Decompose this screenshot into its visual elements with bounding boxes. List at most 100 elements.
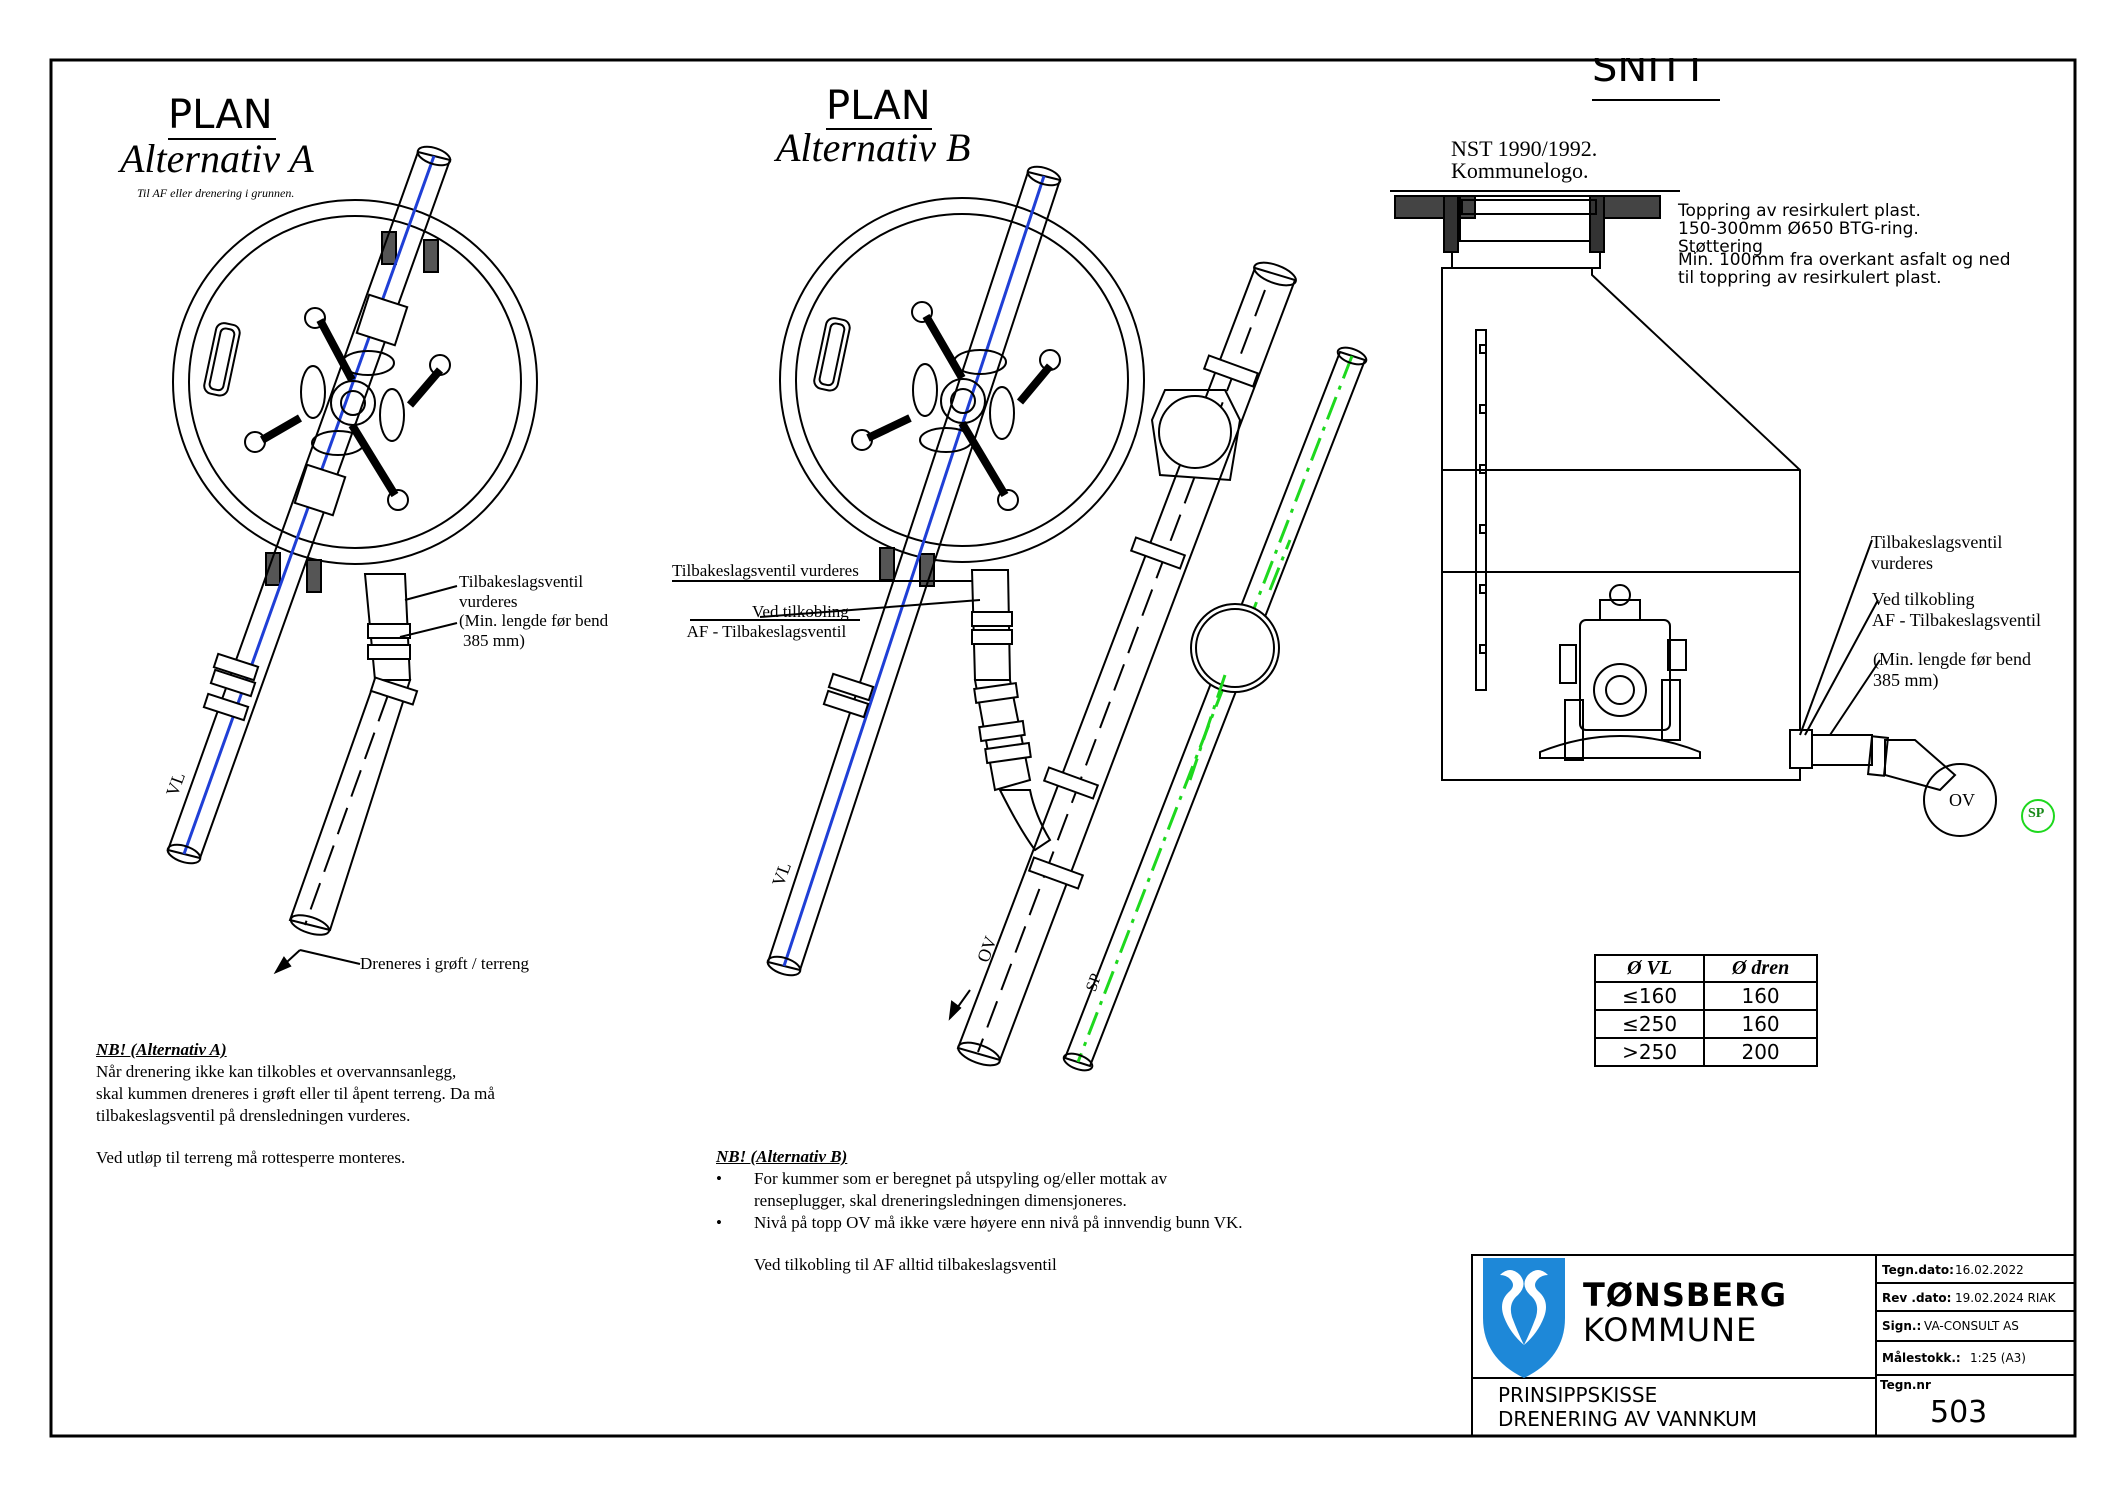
tegn-nr-label: Tegn.nr bbox=[1880, 1378, 1931, 1392]
snitt-conn-line-1: Ved tilkobling bbox=[1872, 589, 1975, 609]
table-row: >250 200 bbox=[1593, 1037, 1818, 1067]
plan-a-valve-line-2: vurderes bbox=[459, 591, 518, 611]
sign-value: VA-CONSULT AS bbox=[1924, 1319, 2019, 1333]
note-b-bullet-text: renseplugger, skal dreneringsledningen d… bbox=[754, 1191, 1127, 1211]
snitt-valve-assembly bbox=[1539, 584, 1701, 761]
plan-b-subheading: Alternativ B bbox=[776, 125, 971, 170]
plan-b-conn-line-2: AF - Tilbakeslagsventil bbox=[686, 621, 847, 641]
dimension-cell-dren: 160 bbox=[1703, 981, 1818, 1011]
dimension-cell-dren: 160 bbox=[1703, 1009, 1818, 1039]
snitt-topring-line-2: 150-300mm Ø650 BTG-ring. bbox=[1678, 218, 1919, 239]
snitt-ladder bbox=[1475, 329, 1487, 691]
sign-label: Sign.: bbox=[1882, 1319, 1922, 1333]
snitt-topring-line-5: til toppring av resirkulert plast. bbox=[1678, 267, 1942, 288]
snitt-label-conn: Ved tilkobling AF - Tilbakeslagsventil bbox=[1872, 589, 2041, 630]
snitt-minlen-line-1: (Min. lengde før bend bbox=[1873, 649, 2031, 669]
plan-a-drawing bbox=[166, 145, 538, 975]
table-row: ≤250 160 bbox=[1593, 1009, 1818, 1039]
snitt-topring-line-1: Toppring av resirkulert plast. bbox=[1678, 201, 1921, 221]
tonsberg-logo bbox=[1483, 1258, 1565, 1378]
snitt-topring-line-4: Min. 100mm fra overkant asfalt og ned bbox=[1678, 249, 2011, 270]
org-name-line-1: TØNSBERG bbox=[1583, 1276, 1788, 1314]
snitt-heading: SNITT bbox=[1592, 58, 1708, 91]
drawing-title-line-2: DRENERING AV VANNKUM bbox=[1498, 1407, 1758, 1431]
malestokk-label: Målestokk.: bbox=[1882, 1351, 1961, 1365]
snitt-valve-line-1: Tilbakeslagsventil bbox=[1871, 532, 2003, 552]
tegn-nr-value: 503 bbox=[1930, 1395, 1988, 1430]
dimension-cell-dren: 200 bbox=[1703, 1037, 1818, 1067]
org-name-line-2: KOMMUNE bbox=[1583, 1311, 1758, 1349]
note-a-extra: Ved utløp til terreng må rottesperre mon… bbox=[96, 1148, 406, 1168]
note-a-title: NB! (Alternativ A) bbox=[96, 1040, 227, 1059]
snitt-conn-line-2: AF - Tilbakeslagsventil bbox=[1872, 609, 2042, 630]
snitt-valve-line-2: vurderes bbox=[1871, 552, 1933, 573]
note-a-line: skal kummen dreneres i grøft eller til å… bbox=[96, 1084, 495, 1104]
snitt-outlet-pipe bbox=[1789, 729, 2055, 837]
title-block bbox=[1471, 1254, 2076, 1437]
dimension-table-header: Ø VL Ø dren bbox=[1593, 954, 1818, 983]
plan-a-subheading: Alternativ A bbox=[120, 136, 314, 181]
plan-a-valve-line-1: Tilbakeslagsventil bbox=[459, 572, 584, 591]
plan-b-manhole-inner bbox=[795, 213, 1129, 547]
note-a-line: tilbakeslagsventil på drensledningen vur… bbox=[96, 1106, 411, 1126]
plan-a-valve-line-3: (Min. lengde før bend bbox=[459, 611, 609, 631]
snitt-ov-pipe bbox=[1923, 763, 1997, 837]
plan-a-valve-cluster bbox=[244, 307, 451, 511]
tegn-dato-value: 16.02.2022 bbox=[1955, 1263, 2024, 1277]
snitt-nst-line-2: Kommunelogo. bbox=[1451, 158, 1589, 183]
plan-b-heading-underline bbox=[826, 128, 932, 130]
plan-a-ladder bbox=[203, 322, 241, 397]
note-b-bullet-text: For kummer som er beregnet på utspyling … bbox=[754, 1169, 1168, 1189]
plan-b-label-valve: Tilbakeslagsventil vurderes bbox=[672, 561, 859, 580]
sheet-frame bbox=[49, 58, 2077, 1438]
plan-b-label-conn: Ved tilkobling AF - Tilbakeslagsventil bbox=[684, 602, 849, 641]
snitt-label-sp: SP bbox=[2028, 806, 2045, 821]
note-b-bullet: For kummer som er beregnet på utspyling … bbox=[716, 1168, 1243, 1212]
plan-b-sp-manhole bbox=[1190, 603, 1280, 693]
plan-b-conn-line-1: Ved tilkobling bbox=[752, 602, 849, 621]
dimension-cell-vl: >250 bbox=[1593, 1037, 1706, 1067]
note-alternativ-a: NB! (Alternativ A) Når drenering ikke ka… bbox=[96, 1039, 495, 1169]
plan-a-heading: PLAN bbox=[168, 92, 273, 138]
drawing-title-line-1: PRINSIPPSKISSE bbox=[1498, 1383, 1658, 1407]
snitt-topring-line-3: Støttering bbox=[1678, 236, 1763, 257]
snitt-label-nst: NST 1990/1992. Kommunelogo. bbox=[1451, 138, 1597, 182]
dimension-header-vl: Ø VL bbox=[1593, 954, 1706, 983]
note-b-bullet: Nivå på topp OV må ikke være høyere enn … bbox=[716, 1212, 1243, 1234]
plan-a-valve-line-4: 385 mm) bbox=[463, 630, 525, 650]
dimension-cell-vl: ≤160 bbox=[1593, 981, 1706, 1011]
dimension-header-dren: Ø dren bbox=[1703, 954, 1818, 983]
dimension-table: Ø VL Ø dren ≤160 160 ≤250 160 >250 200 bbox=[1593, 954, 1818, 1067]
plan-a-manhole-outer bbox=[172, 199, 538, 565]
rev-dato-label: Rev .dato: bbox=[1882, 1291, 1952, 1305]
dimension-cell-vl: ≤250 bbox=[1593, 1009, 1706, 1039]
plan-b-vl-pipe bbox=[766, 165, 1062, 977]
plan-a-caption: Til AF eller drenering i grunnen. bbox=[137, 186, 295, 200]
plan-b-heading: PLAN bbox=[826, 83, 931, 129]
plan-a-drain-pipe bbox=[273, 573, 419, 975]
plan-a-vl-pipe bbox=[166, 145, 452, 865]
note-b-extra: Ved tilkobling til AF alltid tilbakeslag… bbox=[754, 1255, 1057, 1275]
snitt-sp-pipe bbox=[2021, 799, 2055, 833]
snitt-drawing bbox=[1390, 190, 2055, 837]
snitt-label-valve: Tilbakeslagsventil vurderes bbox=[1871, 532, 2002, 573]
snitt-nst-line-1: NST 1990/1992. bbox=[1451, 136, 1598, 161]
plan-b-ov-pipe bbox=[948, 261, 1297, 1067]
snitt-label-topring: Toppring av resirkulert plast. 150-300mm… bbox=[1678, 201, 2011, 288]
table-row: ≤160 160 bbox=[1593, 981, 1818, 1011]
malestokk-value: 1:25 (A3) bbox=[1970, 1351, 2026, 1365]
rev-dato-value: 19.02.2024 RIAK bbox=[1955, 1291, 2056, 1305]
plan-a-heading-underline bbox=[168, 138, 276, 140]
plan-b-drawing bbox=[672, 165, 1368, 1072]
plan-b-sp-pipe bbox=[1062, 346, 1368, 1072]
note-alternativ-b: NB! (Alternativ B) For kummer som er ber… bbox=[716, 1146, 1243, 1276]
plan-b-drain-pipe bbox=[970, 569, 1052, 852]
note-b-bullet-text: Nivå på topp OV må ikke være høyere enn … bbox=[754, 1213, 1243, 1233]
plan-b-manhole-outer bbox=[779, 197, 1145, 563]
plan-a-label-valve: Tilbakeslagsventil vurderes (Min. lengde… bbox=[459, 572, 608, 650]
plan-a-label-drain: Dreneres i grøft / terreng bbox=[360, 954, 529, 973]
note-a-line: Når drenering ikke kan tilkobles et over… bbox=[96, 1062, 457, 1082]
note-b-title: NB! (Alternativ B) bbox=[716, 1147, 848, 1166]
plan-b-ladder bbox=[813, 317, 851, 392]
